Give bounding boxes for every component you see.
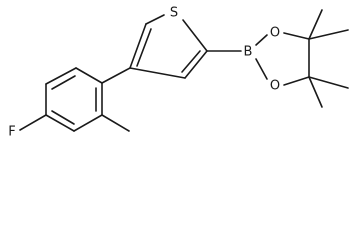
bond-sulfur-c2 [182,19,208,52]
dioxaborolane-ring [255,32,310,86]
bond-c2-c3-thiophene [184,50,208,79]
bond-oxygen-top-carbon [283,32,310,40]
bond-c6-c1 [45,67,77,85]
oxygen-bottom-atom-label: O [270,79,280,94]
bond-methyl-top-up [308,9,323,40]
pinacol-methyl-groups [308,9,349,108]
bond-c4-c5-thiophene [129,23,147,69]
bond-oxygen-bottom-boron [255,58,268,80]
bond-c3-c4 [73,114,103,132]
fluorine-atom-label: F [8,125,15,140]
bond-c3-c4-thiophene [129,67,186,79]
double-bond-c4-c5-thiophene [136,28,152,67]
sulfur-atom-label: S [170,6,178,21]
bond-methyl [101,114,130,132]
bond-c5-fluorine [19,114,47,131]
bond-methyl-bottom-down [308,76,323,108]
bond-methyl-top-right [308,29,349,40]
boron-atom-label: B [244,45,253,60]
bond-carbon-oxygen-bottom [283,76,310,86]
oxygen-top-atom-label: O [270,26,280,41]
bond-c1-c2 [75,67,103,84]
fluorine-label-mask [5,123,19,139]
chemical-structure: F S B O O [5,5,349,140]
fluoro-methylphenyl-ring [45,67,103,132]
bond-aryl-thiophene [101,67,131,84]
double-bond-c1-c6 [51,75,76,90]
double-bond-c2-c3-thiophene [181,50,201,73]
double-bond-c4-c5 [51,110,75,125]
bond-c5-sulfur [145,14,165,25]
bond-boron-oxygen-top [255,34,268,46]
bond-methyl-bottom-right [308,76,349,89]
bond-c4-c5 [45,114,75,132]
thiophene-ring [129,14,208,79]
